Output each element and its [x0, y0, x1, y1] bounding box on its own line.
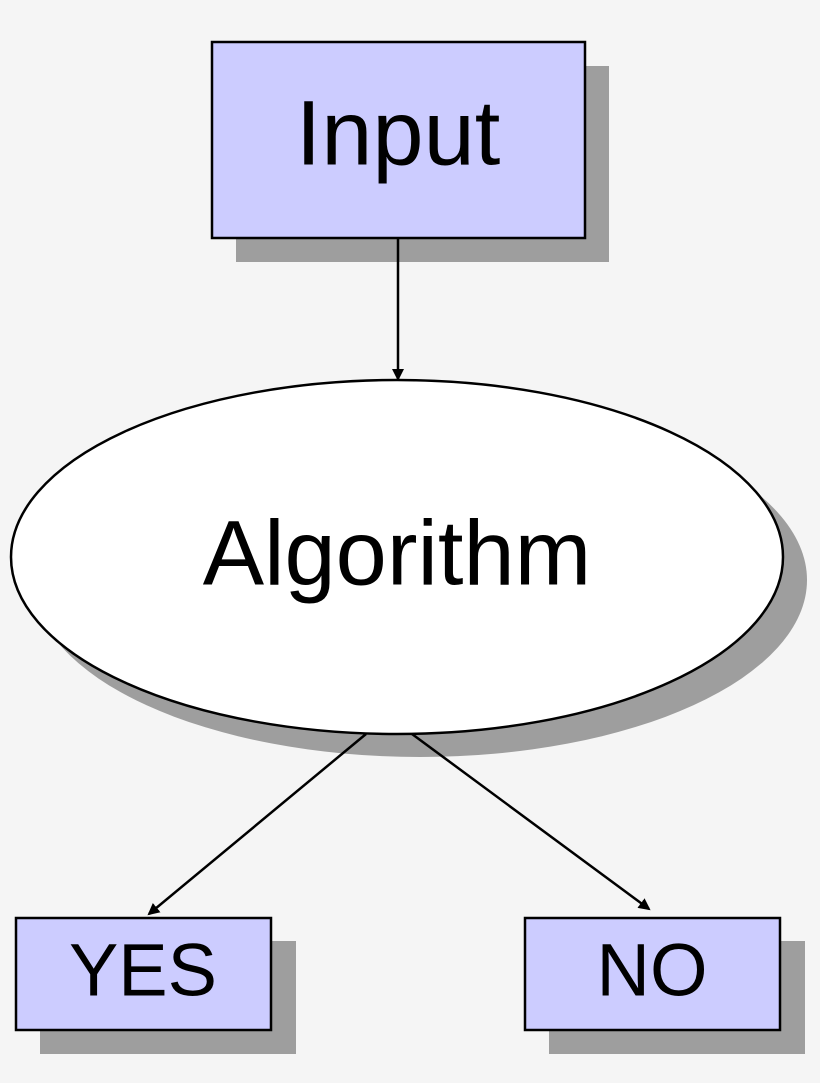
algorithm-label: Algorithm — [203, 502, 592, 604]
no-node: NO — [523, 916, 782, 1032]
input-box — [210, 40, 587, 240]
algorithm-ellipse — [9, 378, 785, 736]
input-label: Input — [296, 82, 501, 184]
yes-node: YES — [14, 916, 273, 1032]
edge-algorithm-to-no — [411, 732, 651, 911]
algorithm-node: Algorithm — [9, 378, 785, 736]
yes-box — [14, 916, 273, 1032]
no-label: NO — [597, 929, 708, 1012]
no-box — [523, 916, 782, 1032]
edge-algorithm-to-yes — [147, 733, 367, 916]
yes-label: YES — [69, 929, 217, 1012]
input-node: Input — [210, 40, 587, 240]
